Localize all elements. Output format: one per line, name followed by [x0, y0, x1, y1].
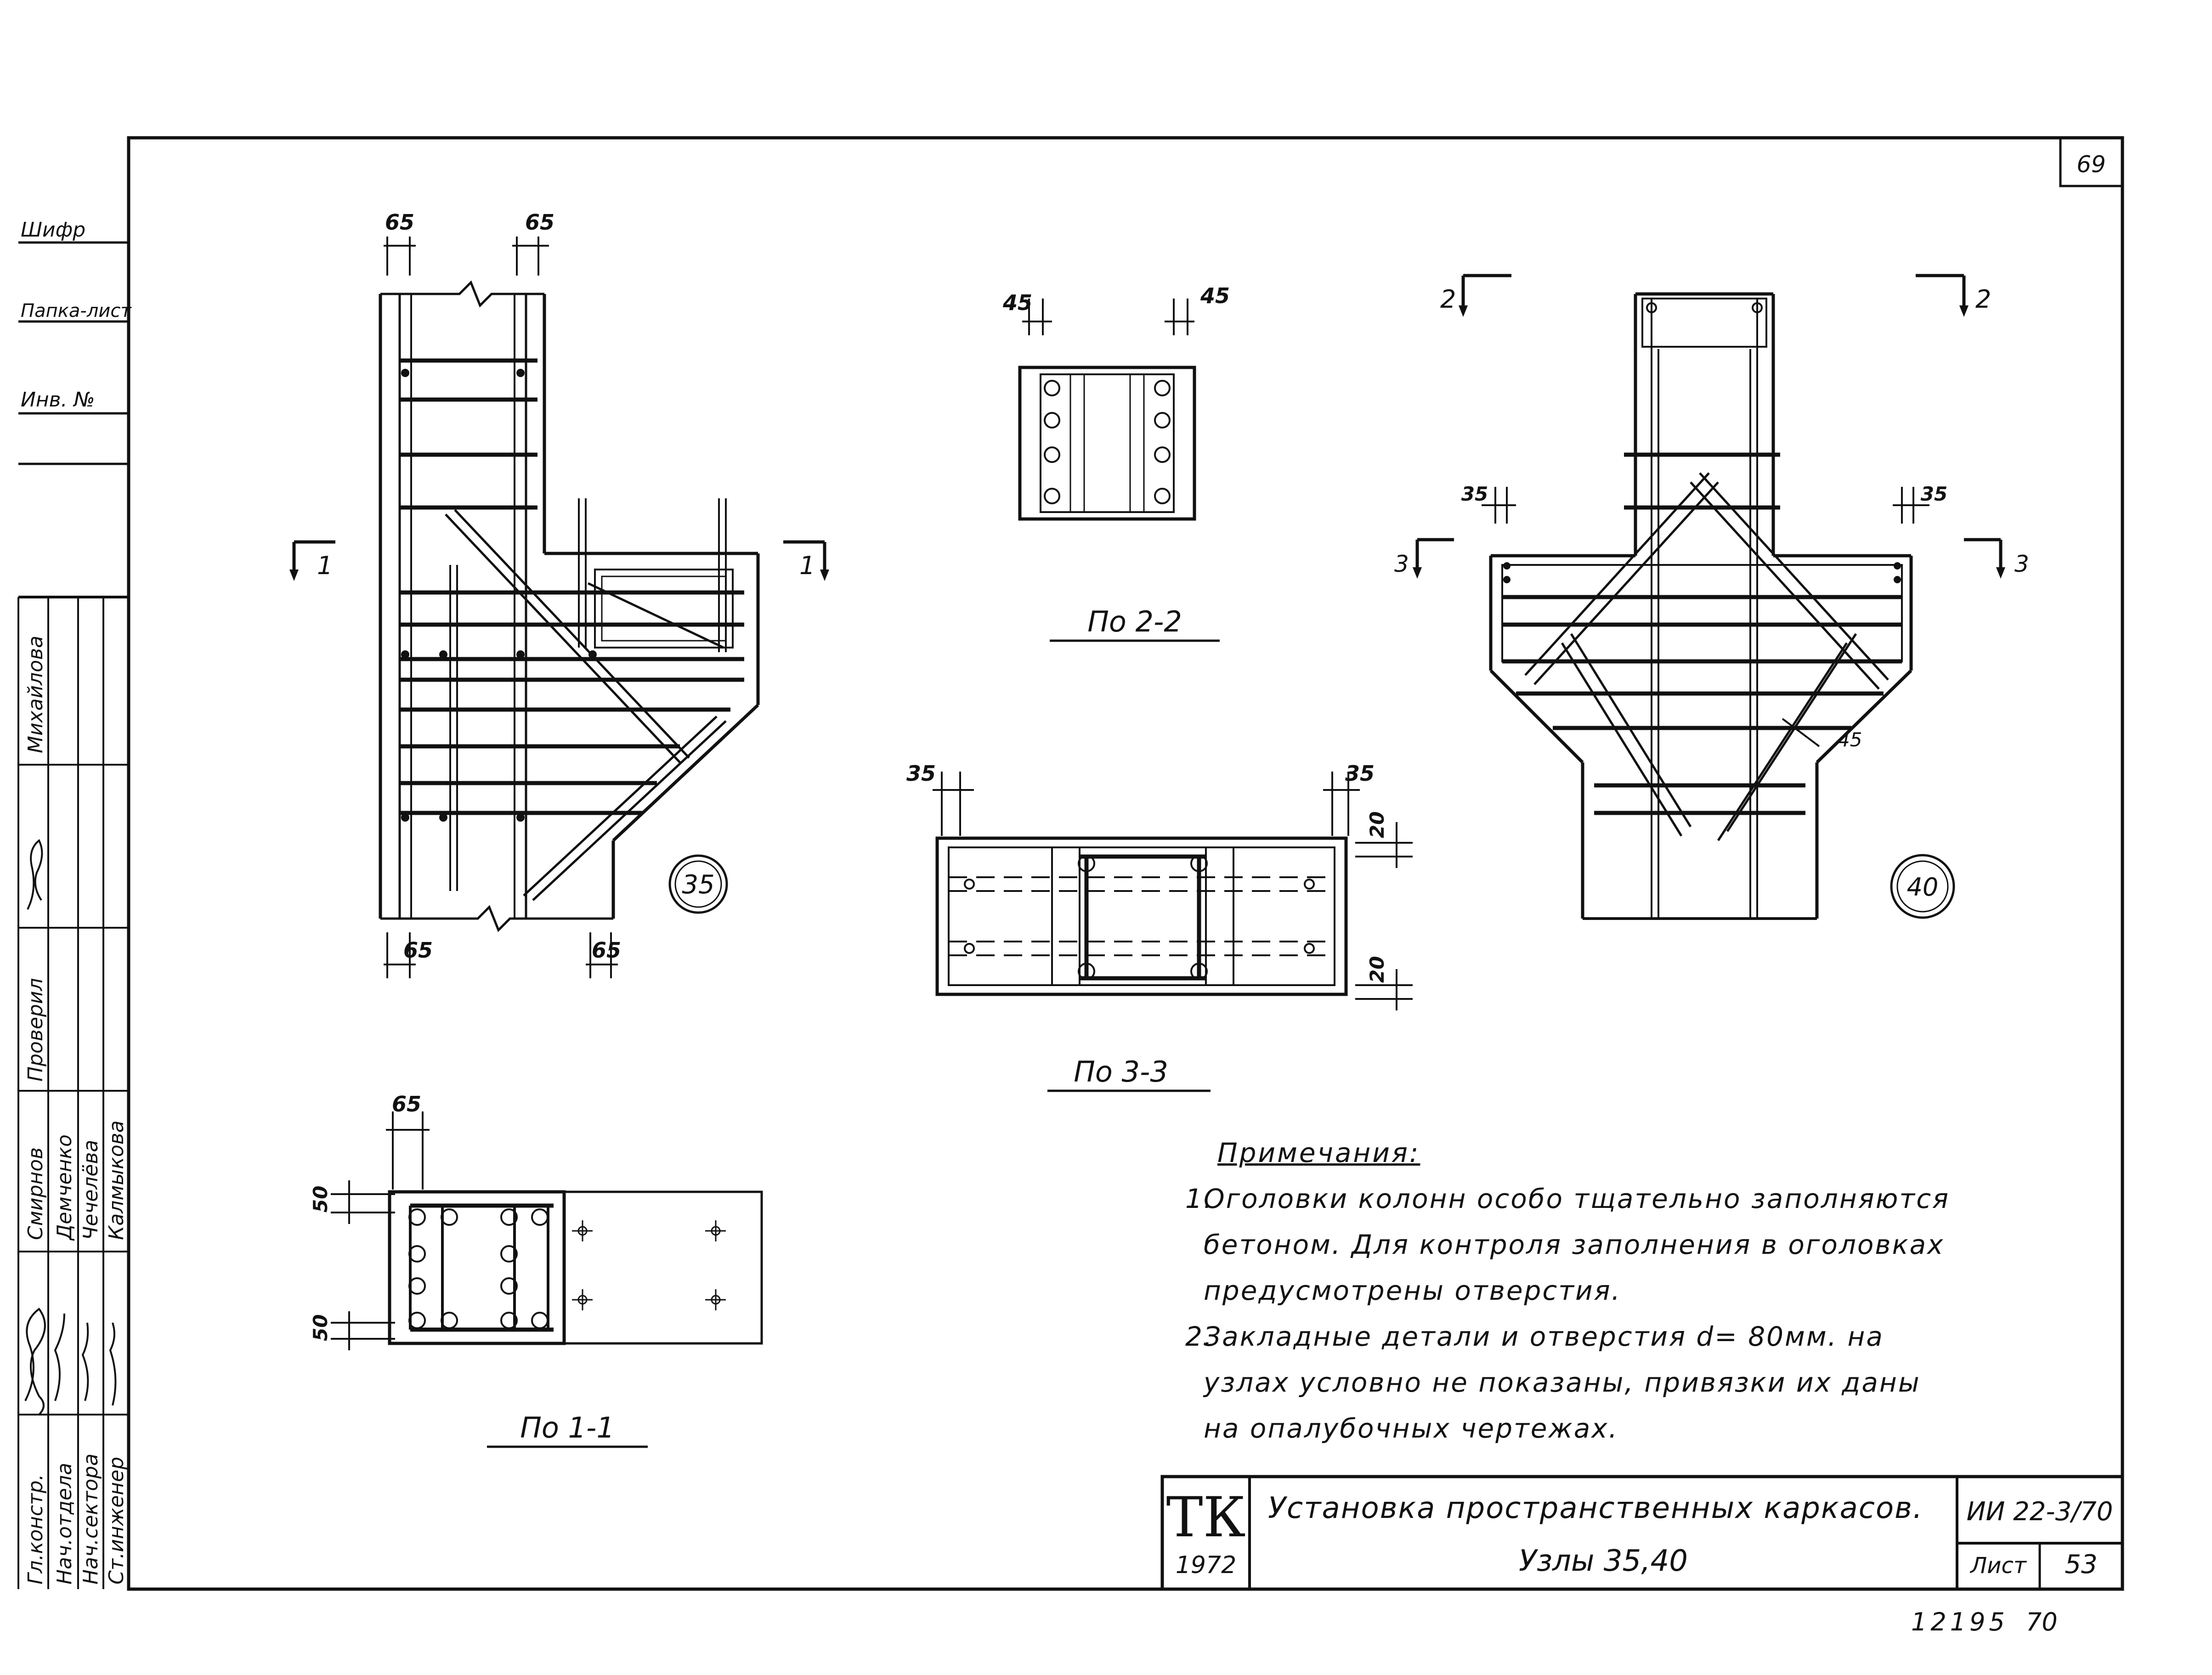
note-line: бетоном. Для контроля заполнения в оголо…: [1204, 1229, 1945, 1260]
title-block-year: 1972: [1176, 1551, 1236, 1579]
section-3-3: [933, 772, 1413, 1092]
section-3-3-dim-20-top: 20: [1366, 812, 1388, 838]
note-number: 1.: [1185, 1183, 1214, 1214]
archive-number: 12195: [1911, 1607, 2008, 1636]
node-35-dim-bottom-right: 65: [592, 938, 621, 963]
note-line: предусмотрены отверстия.: [1204, 1275, 1622, 1306]
side-stamp: [17, 241, 129, 1589]
section-3-3-dim-left: 35: [906, 761, 936, 786]
stamp-role-head-dept: Нач.отдела: [53, 1463, 76, 1585]
section-2-2-dim-right: 45: [1200, 283, 1230, 308]
node-40-section-2-right: 2: [1975, 285, 1991, 314]
title-block-sheet-number: 53: [2065, 1550, 2097, 1579]
stamp-code-label: Шифр: [21, 218, 85, 242]
stamp-name-demchenko: Демченко: [53, 1134, 76, 1241]
node-35-dim-top-left: 65: [385, 210, 414, 235]
section-2-2-dim-left: 45: [1002, 290, 1032, 315]
stamp-checked-label: Проверил: [24, 978, 47, 1082]
stamp-name-kalmykova: Калмыкова: [105, 1120, 128, 1240]
title-block: [1160, 1475, 2124, 1591]
node-40-elevation: [1413, 274, 2005, 920]
page-number: 69: [2076, 151, 2106, 178]
node-40-section-3-left: 3: [1394, 551, 1409, 577]
node-35-section-right-label: 1: [799, 551, 815, 580]
title-block-code: ИИ 22-3/70: [1967, 1497, 2113, 1527]
stamp-role-chief: Гл.констр.: [24, 1474, 47, 1585]
node-35-elevation: [289, 237, 829, 978]
note-item-1: 1.Оголовки колонн особо тщательно заполн…: [1185, 1176, 2081, 1314]
node-40-dim-35-right: 35: [1921, 483, 1947, 505]
stamp-name-smirnov: Смирнов: [24, 1147, 47, 1240]
section-1-1-dim-50-bottom: 50: [309, 1314, 332, 1341]
stamp-signatures: [24, 839, 117, 1416]
section-1-1-dim-top: 65: [392, 1092, 421, 1117]
section-1-1-caption: По 1-1: [520, 1411, 615, 1444]
section-3-3-dim-20-bottom: 20: [1366, 956, 1388, 983]
sheet-frame: [127, 136, 2124, 1591]
stamp-folder-label: Папка-лист: [21, 300, 132, 321]
stamp-vertical-names: Михайлова Проверил Смирнов Демченко Чече…: [24, 636, 128, 1585]
note-line: Оголовки колонн особо тщательно заполняю…: [1204, 1183, 1950, 1214]
title-block-title-line2: Узлы 35,40: [1519, 1544, 1688, 1578]
section-3-3-caption: По 3-3: [1074, 1055, 1168, 1088]
node-40-dim-45: 45: [1838, 728, 1862, 751]
archive-suffix: 70: [2026, 1607, 2058, 1636]
title-block-logo: ТК: [1166, 1486, 1246, 1550]
section-1-1-dim-50-top: 50: [309, 1186, 332, 1213]
notes-title: Примечания:: [1217, 1137, 1420, 1168]
node-40-section-2-left: 2: [1440, 285, 1456, 314]
section-3-3-dim-right: 35: [1345, 761, 1375, 786]
node-35-number: 35: [682, 870, 714, 900]
node-40-section-3-right: 3: [2014, 551, 2029, 577]
stamp-inventory-label: Инв. №: [21, 388, 95, 412]
section-2-2: [1018, 299, 1220, 642]
stamp-role-head-sector: Нач.сектора: [79, 1454, 102, 1585]
node-35-dim-top-right: 65: [525, 210, 554, 235]
node-35-section-left-label: 1: [317, 551, 333, 580]
node-35-dim-bottom-left: 65: [403, 938, 433, 963]
title-block-title-line1: Установка пространственных каркасов.: [1268, 1491, 1923, 1525]
stamp-name-mikhailova: Михайлова: [24, 636, 47, 753]
note-line: на опалубочных чертежах.: [1204, 1413, 1619, 1444]
note-number: 2.: [1185, 1321, 1214, 1352]
note-line: узлах условно не показаны, привязки их д…: [1204, 1367, 1921, 1398]
note-item-2: 2.Закладные детали и отверстия d= 80мм. …: [1185, 1314, 2081, 1451]
node-40-dim-35-left: 35: [1461, 483, 1488, 505]
notes-block: Примечания: 1.Оголовки колонн особо тщат…: [1185, 1130, 2081, 1451]
stamp-name-chechelyova: Чечелёва: [79, 1140, 102, 1240]
title-block-sheet-label: Лист: [1969, 1553, 2027, 1579]
section-2-2-caption: По 2-2: [1087, 605, 1182, 638]
note-line: Закладные детали и отверстия d= 80мм. на: [1204, 1321, 1884, 1352]
section-1-1: [331, 1111, 763, 1448]
node-40-number: 40: [1907, 873, 1939, 902]
stamp-role-engineer: Ст.инженер: [105, 1457, 128, 1585]
